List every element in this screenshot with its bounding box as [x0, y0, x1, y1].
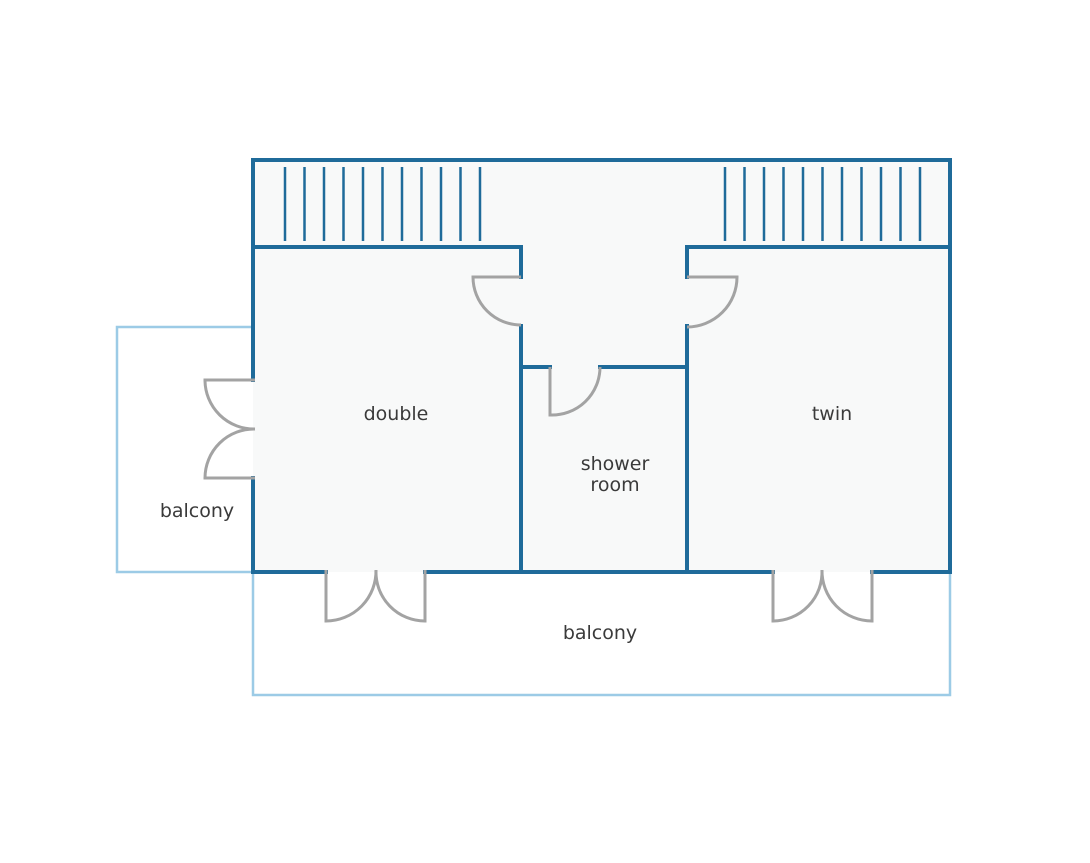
door-twin [686, 275, 739, 329]
doors [203, 275, 874, 623]
label-double: double [364, 403, 429, 425]
stairs-right [723, 167, 922, 241]
label-shower-line1: shower [581, 453, 650, 475]
label-balcony-front: balcony [563, 622, 637, 644]
door-double [471, 275, 522, 327]
label-twin: twin [812, 403, 852, 425]
door-front-right-b [820, 569, 874, 623]
room-labels: double twin shower room balcony balcony [160, 403, 852, 644]
label-shower-line2: room [590, 474, 639, 496]
balconies [115, 325, 952, 697]
label-balcony-side: balcony [160, 500, 234, 522]
stairs-left [283, 167, 482, 241]
door-side-balcony-lower [203, 427, 256, 480]
door-shower [548, 366, 602, 417]
door-side-balcony-upper [203, 378, 256, 431]
door-front-left-b [374, 569, 427, 623]
front-balcony-outline [251, 572, 952, 697]
door-front-right-a [771, 569, 824, 623]
walls [251, 158, 952, 574]
door-front-left-a [324, 569, 378, 623]
side-balcony-outline [115, 325, 253, 574]
